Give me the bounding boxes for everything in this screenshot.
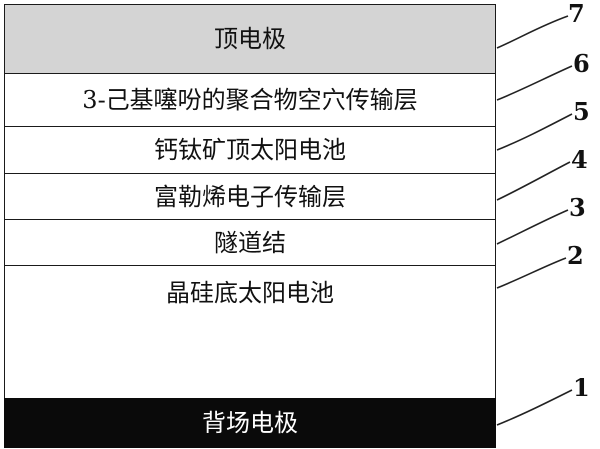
leader-line-6: [496, 65, 573, 101]
leader-line-1: [496, 389, 573, 426]
back-electrode-layer: 背场电极: [4, 398, 496, 448]
label-number-3: 3: [569, 193, 586, 222]
tunnel-junction-label: 隧道结: [214, 228, 286, 257]
top-electrode-layer: 顶电极: [4, 4, 496, 74]
leader-line-4: [496, 161, 571, 201]
back-electrode-label: 背场电极: [202, 409, 298, 437]
silicon-cell-label: 晶硅底太阳电池: [166, 279, 334, 307]
label-number-1: 1: [573, 373, 590, 402]
leader-line-5: [496, 113, 573, 151]
label-number-7: 7: [568, 0, 585, 28]
tunnel-junction-layer: 隧道结: [4, 219, 496, 266]
top-electrode-label: 顶电极: [214, 25, 286, 53]
electron-transport-label: 富勒烯电子传输层: [154, 182, 346, 211]
hole-transport-label: 3-己基噻吩的聚合物空穴传输层: [82, 86, 418, 114]
leader-line-2: [496, 257, 567, 289]
label-number-4: 4: [571, 145, 588, 174]
hole-transport-layer: 3-己基噻吩的聚合物空穴传输层: [4, 73, 496, 127]
perovskite-cell-label: 钙钛矿顶太阳电池: [154, 136, 346, 164]
label-number-5: 5: [573, 97, 590, 126]
label-number-6: 6: [573, 49, 590, 78]
label-number-2: 2: [567, 241, 584, 270]
perovskite-cell-layer: 钙钛矿顶太阳电池: [4, 126, 496, 174]
leader-line-7: [496, 15, 569, 49]
electron-transport-layer: 富勒烯电子传输层: [4, 173, 496, 220]
leader-line-3: [496, 209, 569, 245]
silicon-cell-layer: 晶硅底太阳电池: [4, 265, 496, 399]
